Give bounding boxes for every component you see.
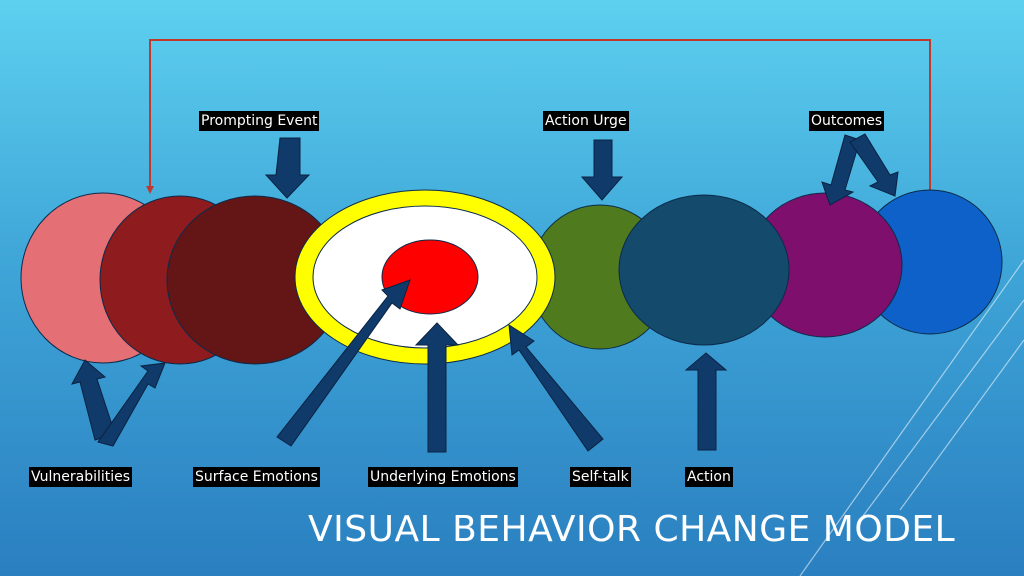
action-arrow [684, 352, 728, 451]
vulnerabilities-arrow-right [97, 362, 166, 447]
label-action: Action [685, 467, 733, 487]
label-self-talk: Self-talk [570, 467, 631, 487]
slide-title: VISUAL BEHAVIOR CHANGE MODEL [308, 509, 956, 550]
label-prompting-event: Prompting Event [199, 111, 320, 131]
decorative-lines [799, 259, 1024, 576]
surface-emotions-arrow [276, 279, 411, 447]
label-surface-emotions: Surface Emotions [193, 467, 320, 487]
action-circle [618, 194, 790, 346]
underlying-emotion-core [381, 239, 479, 315]
arrows [71, 133, 899, 453]
label-outcomes: Outcomes [809, 111, 885, 131]
underlying-emotions-arrow [414, 322, 460, 453]
self-talk-arrow [508, 324, 604, 452]
action-urge-arrow [580, 139, 624, 201]
label-underlying-emotions: Underlying Emotions [368, 467, 518, 487]
outcomes-arrow-right [849, 133, 899, 197]
label-vulnerabilities: Vulnerabilities [29, 467, 133, 487]
prompting-event-arrow [264, 137, 311, 199]
label-action-urge: Action Urge [543, 111, 629, 131]
feedback-arrow [146, 39, 931, 194]
